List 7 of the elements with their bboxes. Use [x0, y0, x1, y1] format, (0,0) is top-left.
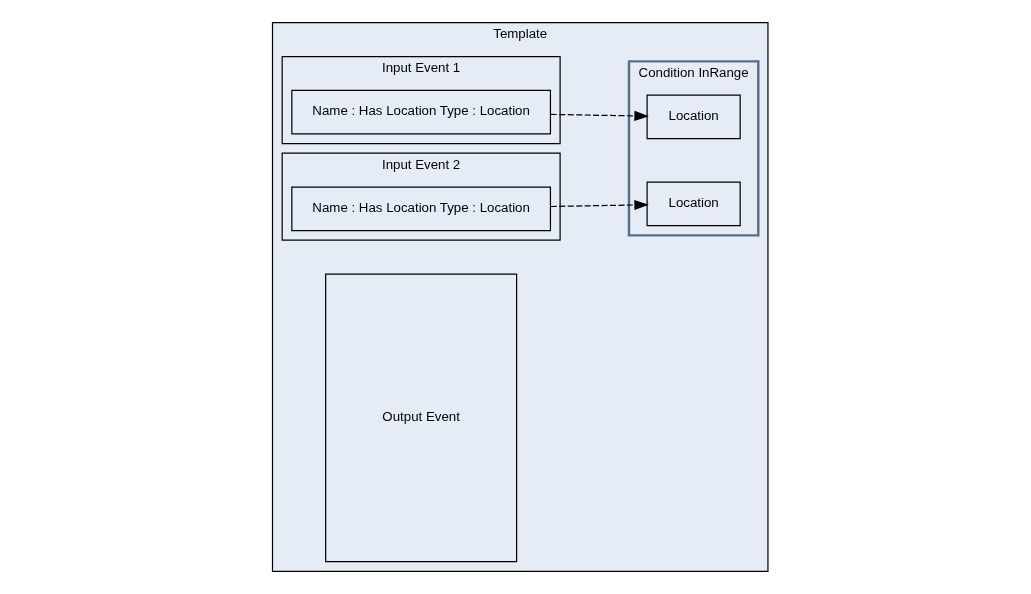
node-box: Location [646, 94, 741, 140]
node-box: Output Event [324, 273, 517, 563]
arrow [549, 110, 649, 121]
node-box: Name : Has Location Type : Location [290, 89, 551, 135]
node-box: Name : Has Location Type : Location [290, 186, 551, 232]
node-box: Location [646, 181, 741, 227]
arrow [549, 199, 649, 211]
